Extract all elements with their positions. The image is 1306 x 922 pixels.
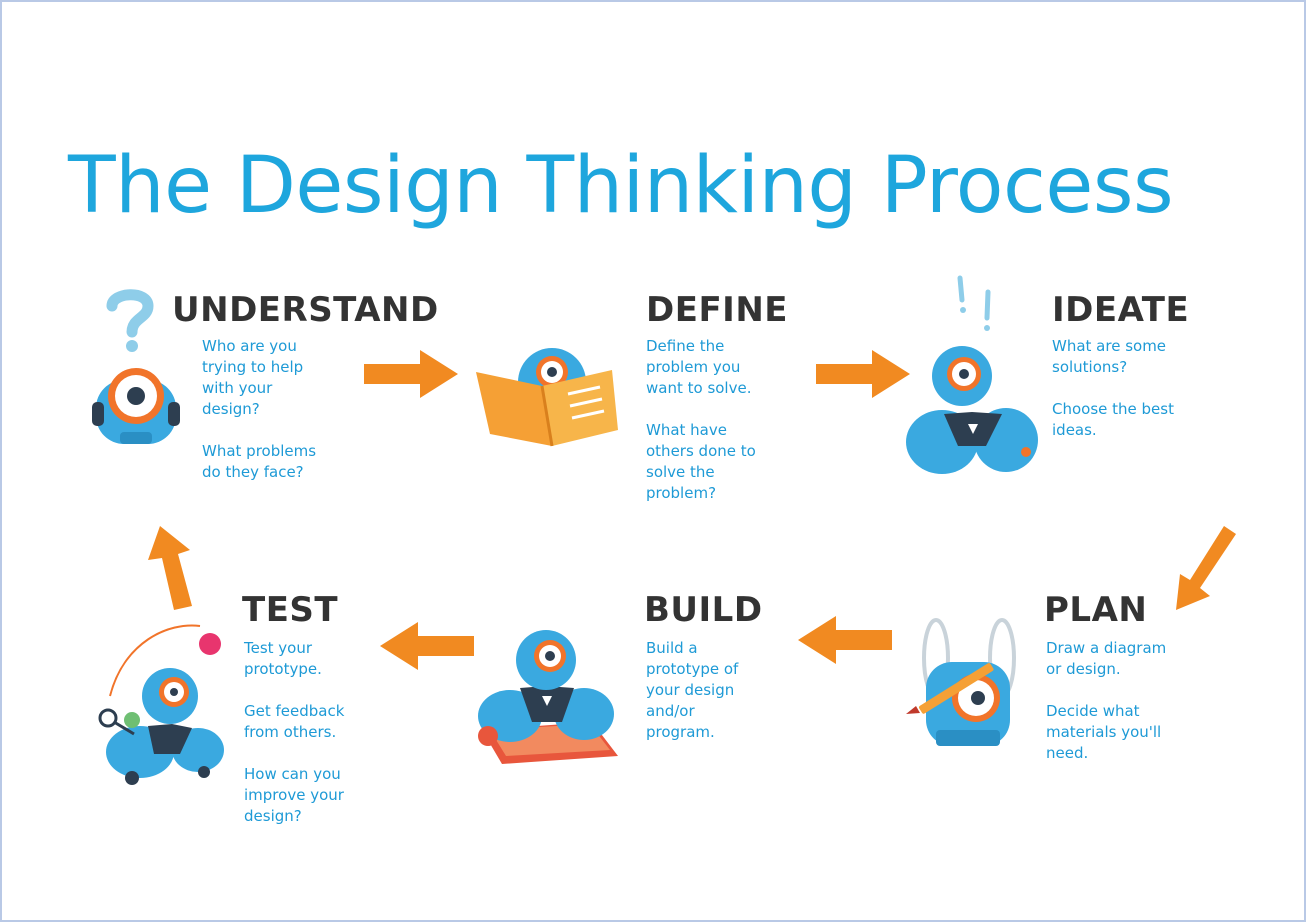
- arrow-up-icon: [148, 526, 192, 610]
- step-text-understand: Who are you trying to help with your des…: [202, 336, 316, 483]
- text-line: problem you: [646, 358, 741, 376]
- text-line: from others.: [244, 723, 337, 741]
- text-line: others done to: [646, 442, 756, 460]
- text-line: design?: [244, 807, 302, 825]
- understand-robot-icon: [92, 368, 180, 444]
- step-heading-ideate: IDEATE: [1052, 290, 1190, 330]
- arrow-left-icon: [380, 622, 474, 670]
- text-line: with your: [202, 379, 273, 397]
- text-line: solve the: [646, 463, 715, 481]
- build-robot-icon: [478, 630, 618, 764]
- text-line: do they face?: [202, 463, 304, 481]
- step-text-define: Define the problem you want to solve. Wh…: [646, 336, 756, 504]
- text-line: What are some: [1052, 337, 1167, 355]
- arrow-right-icon: [816, 350, 910, 398]
- text-line: need.: [1046, 744, 1089, 762]
- text-line: want to solve.: [646, 379, 752, 397]
- text-line: program.: [646, 723, 715, 741]
- text-line: Who are you: [202, 337, 297, 355]
- text-line: materials you'll: [1046, 723, 1162, 741]
- step-text-ideate: What are some solutions? Choose the best…: [1052, 336, 1174, 441]
- text-line: your design: [646, 681, 735, 699]
- text-line: Draw a diagram: [1046, 639, 1167, 657]
- text-line: What problems: [202, 442, 317, 460]
- text-line: Choose the best: [1052, 400, 1174, 418]
- exclamation-marks-icon: [957, 275, 991, 331]
- text-line: Build a: [646, 639, 698, 657]
- arrow-down-left-icon: [1176, 526, 1236, 610]
- text-line: What have: [646, 421, 727, 439]
- step-heading-test: TEST: [242, 590, 339, 630]
- text-line: Define the: [646, 337, 725, 355]
- text-line: and/or: [646, 702, 695, 720]
- text-line: or design.: [1046, 660, 1121, 678]
- text-line: Test your: [244, 639, 313, 657]
- step-heading-define: DEFINE: [646, 290, 789, 330]
- text-line: trying to help: [202, 358, 304, 376]
- page-title: The Design Thinking Process: [68, 141, 1174, 231]
- ideate-robot-icon: [906, 346, 1038, 474]
- step-heading-build: BUILD: [644, 590, 763, 630]
- text-line: Decide what: [1046, 702, 1140, 720]
- text-line: How can you: [244, 765, 341, 783]
- step-text-test: Test your prototype. Get feedback from o…: [244, 638, 344, 827]
- step-text-build: Build a prototype of your design and/or …: [646, 638, 738, 743]
- step-text-plan: Draw a diagram or design. Decide what ma…: [1046, 638, 1166, 764]
- plan-robot-pencil-icon: [906, 618, 1016, 746]
- text-line: problem?: [646, 484, 717, 502]
- test-robot-icon: [98, 624, 224, 785]
- question-mark-icon: [106, 289, 154, 352]
- arrow-left-icon: [798, 616, 892, 664]
- text-line: ideas.: [1052, 421, 1097, 439]
- text-line: prototype.: [244, 660, 322, 678]
- text-line: solutions?: [1052, 358, 1128, 376]
- text-line: improve your: [244, 786, 344, 804]
- step-heading-plan: PLAN: [1044, 590, 1148, 630]
- text-line: prototype of: [646, 660, 739, 678]
- text-line: design?: [202, 400, 260, 418]
- text-line: Get feedback: [244, 702, 345, 720]
- step-heading-understand: UNDERSTAND: [172, 290, 439, 330]
- define-robot-book-icon: [476, 348, 618, 447]
- arrow-right-icon: [364, 350, 458, 398]
